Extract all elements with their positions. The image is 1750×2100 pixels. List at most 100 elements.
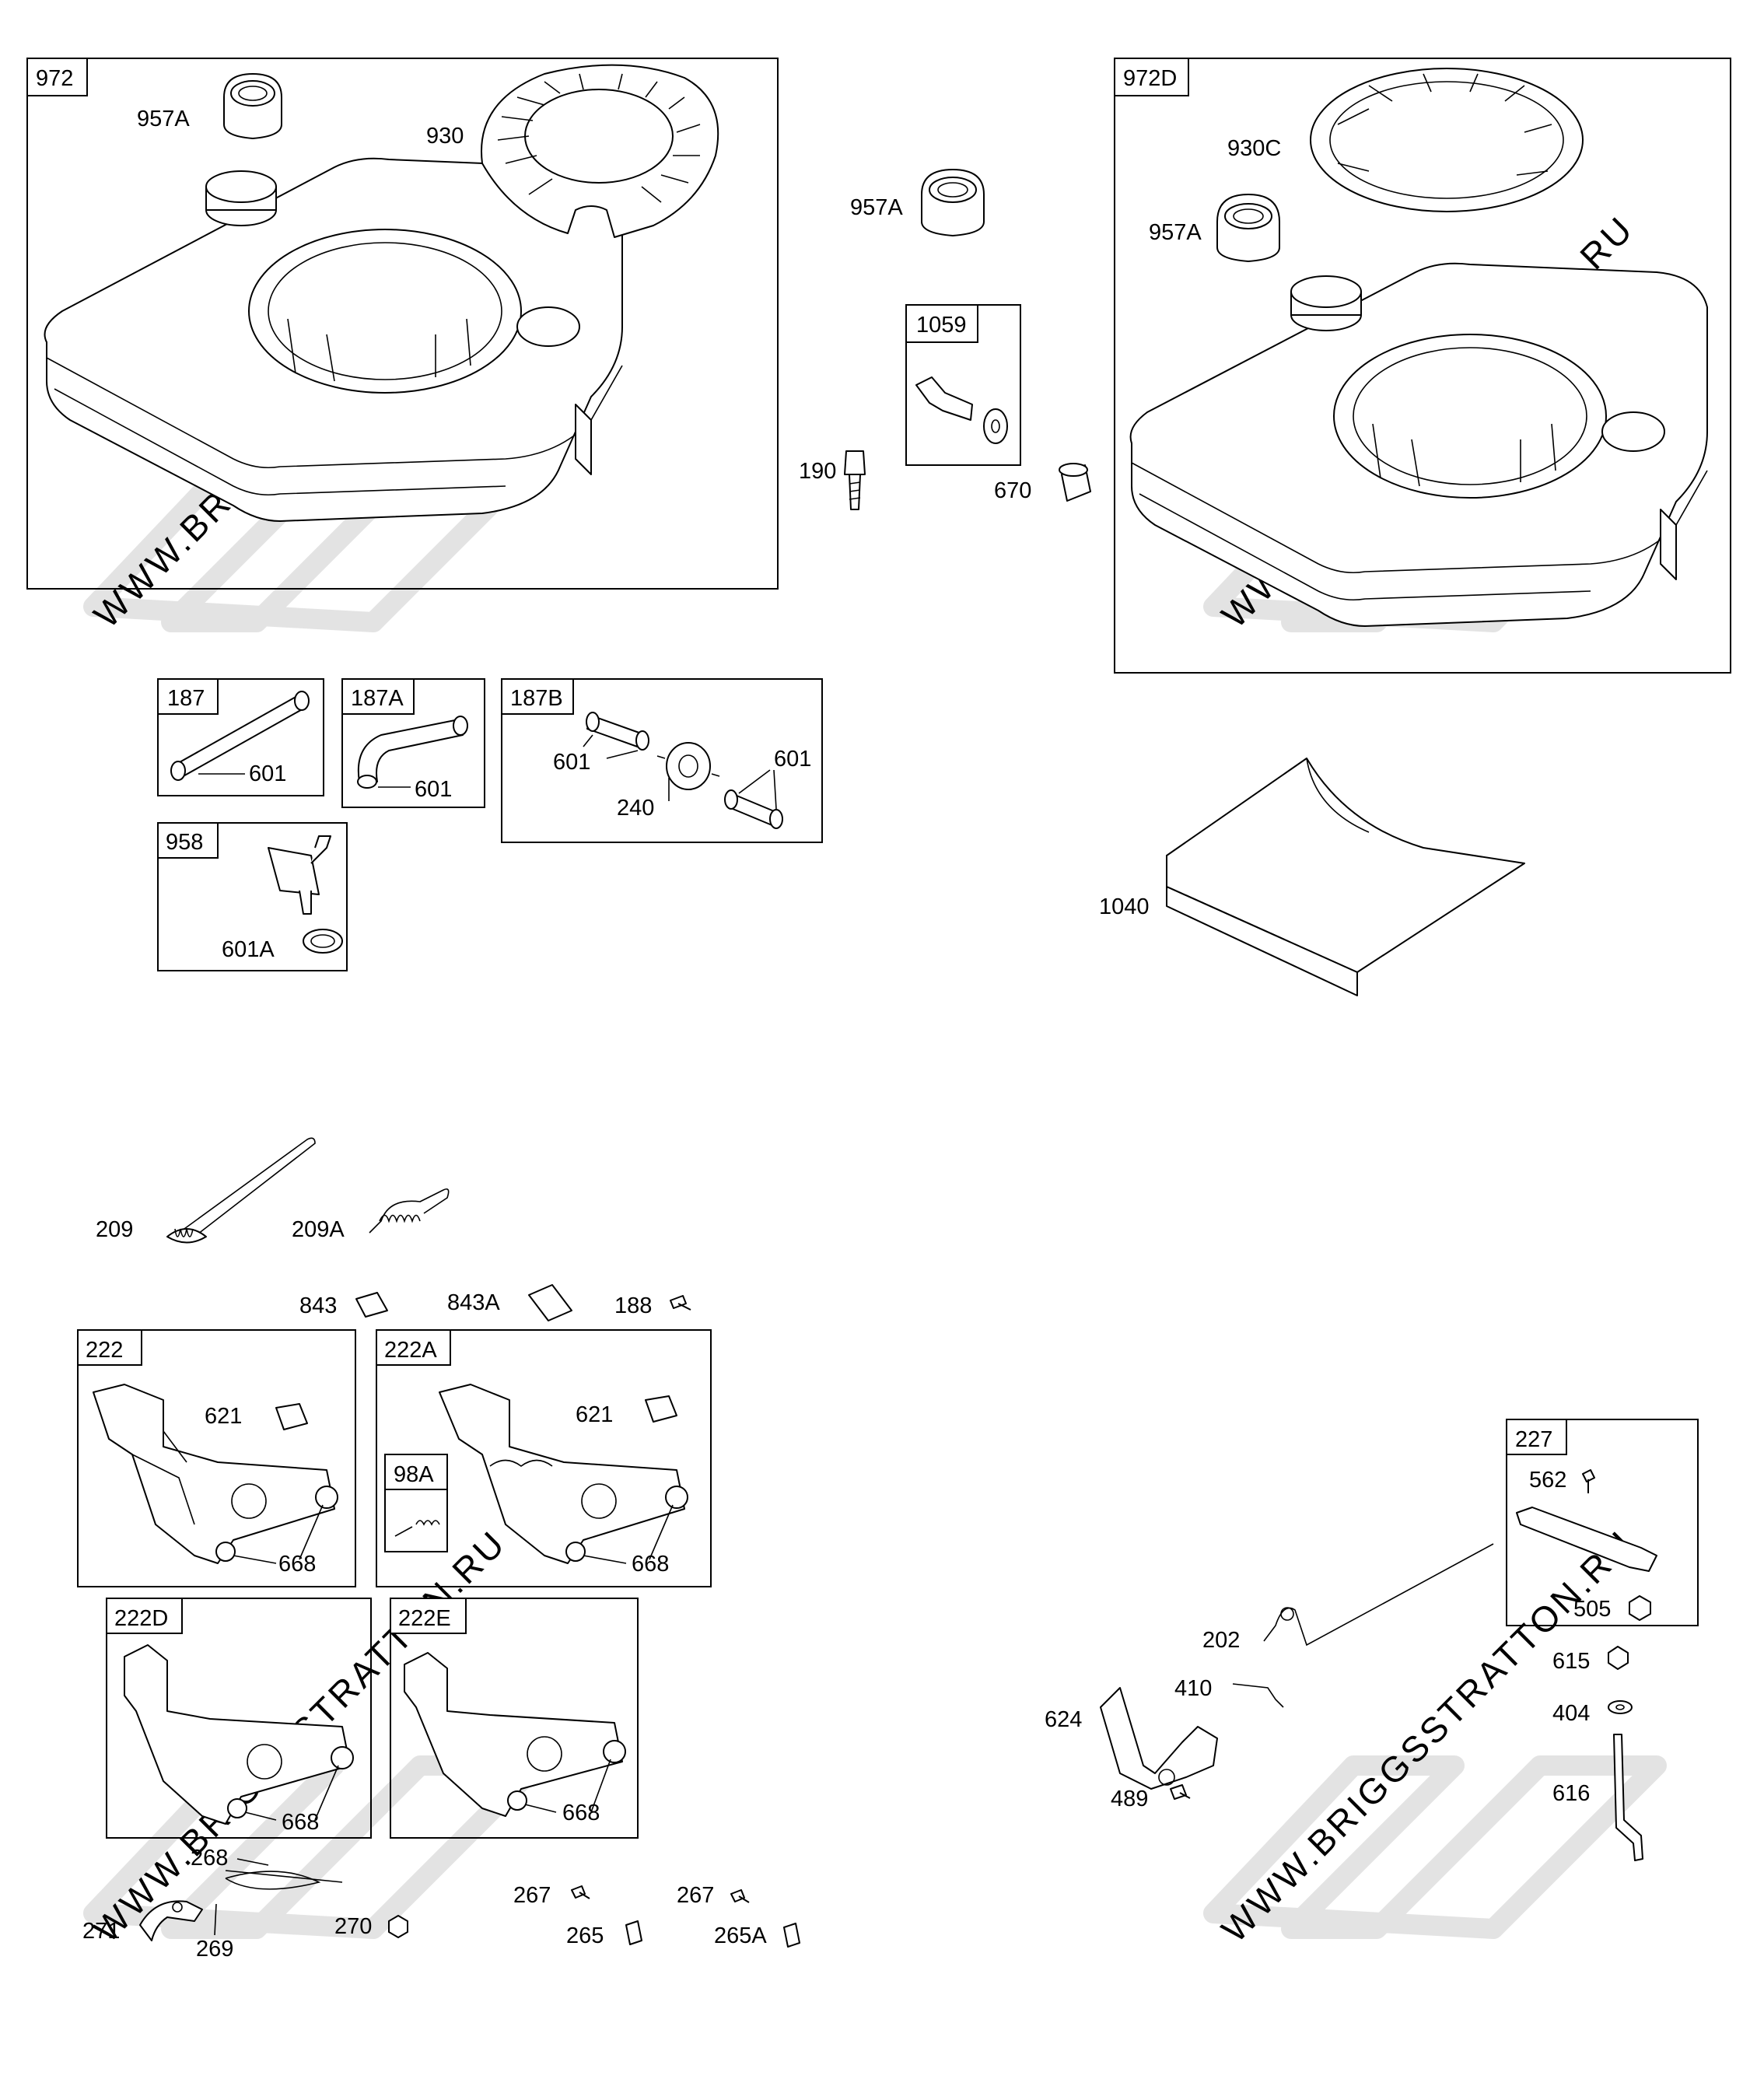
label-670: 670 [994, 478, 1031, 503]
bracket-222D [124, 1644, 354, 1825]
part-843[interactable] [355, 1292, 388, 1318]
label-601A: 601A [222, 937, 275, 962]
fuel-cap-957A [223, 73, 282, 139]
screw-267-b[interactable] [730, 1889, 750, 1903]
shaft-616[interactable] [1613, 1734, 1643, 1861]
link-202[interactable] [1263, 1543, 1494, 1647]
label-616: 616 [1552, 1781, 1590, 1806]
fuel-line-187 [170, 691, 310, 781]
group-187[interactable]: 187 601 [157, 678, 324, 796]
label-489: 489 [1111, 1787, 1148, 1811]
screw-267-a[interactable] [571, 1885, 590, 1899]
leader-668-d [524, 1759, 611, 1813]
label-601-187A: 601 [415, 777, 452, 802]
label-601-187B-b: 601 [774, 747, 811, 772]
cable-268[interactable] [225, 1870, 343, 1890]
group-222D[interactable]: 222D 668 [106, 1598, 372, 1839]
label-202: 202 [1202, 1628, 1240, 1653]
group-972[interactable]: 972 957A 930 [26, 58, 779, 590]
fuel-cap-957A-2[interactable] [921, 169, 985, 236]
label-624: 624 [1045, 1707, 1082, 1732]
box-label-187B: 187B [510, 686, 563, 711]
shroud-930 [481, 64, 719, 238]
group-222E[interactable]: 222E 668 [390, 1598, 639, 1839]
label-190: 190 [799, 459, 836, 484]
label-621-b: 621 [576, 1402, 613, 1427]
cover-1040[interactable] [1166, 758, 1525, 996]
label-668-b: 668 [632, 1552, 669, 1577]
clip-621-a [275, 1403, 308, 1430]
label-188: 188 [614, 1293, 652, 1318]
screw-562 [1582, 1469, 1595, 1493]
label-271: 271 [82, 1919, 120, 1944]
fuel-tank-972D [1129, 262, 1708, 627]
label-601-187: 601 [249, 761, 286, 786]
leader-269 [214, 1903, 217, 1936]
shutoff-valve-958 [268, 835, 331, 915]
group-1059[interactable]: 1059 [905, 304, 1021, 466]
bracket-222 [93, 1384, 338, 1564]
lever-227 [1516, 1507, 1657, 1572]
spring-209A[interactable] [369, 1188, 450, 1234]
clip-265[interactable] [625, 1920, 642, 1945]
label-209: 209 [96, 1217, 133, 1242]
ring-930C [1310, 68, 1584, 212]
group-187A[interactable]: 187A 601 [341, 678, 485, 808]
screw-1059 [915, 376, 1008, 444]
label-957A-2: 957A [850, 195, 903, 220]
box-label-227: 227 [1515, 1427, 1552, 1452]
label-505: 505 [1573, 1597, 1611, 1622]
screw-489[interactable] [1170, 1784, 1191, 1800]
fuel-filter-240 [656, 742, 720, 790]
label-957A-1: 957A [137, 107, 190, 131]
bracket-222E [404, 1652, 626, 1817]
leader-668-a [299, 1504, 324, 1560]
part-843A[interactable] [528, 1284, 572, 1321]
nut-270[interactable] [388, 1915, 408, 1938]
box-label-222A: 222A [384, 1338, 437, 1363]
label-668-a: 668 [278, 1552, 316, 1577]
label-265A: 265A [714, 1923, 767, 1948]
label-410: 410 [1174, 1676, 1212, 1701]
group-958[interactable]: 958 601A [157, 822, 348, 971]
leader-668-b [583, 1504, 674, 1564]
label-265: 265 [566, 1923, 604, 1948]
leader-601-187B-a [583, 734, 639, 759]
label-601-187B-a: 601 [553, 750, 590, 775]
label-209A: 209A [292, 1217, 345, 1242]
nut-615[interactable] [1608, 1646, 1629, 1670]
screw-188[interactable] [670, 1295, 691, 1311]
label-621-a: 621 [205, 1404, 242, 1429]
group-227[interactable]: 227 562 505 [1506, 1419, 1699, 1626]
label-240: 240 [617, 796, 654, 821]
governor-lever-624[interactable] [1100, 1687, 1218, 1790]
box-label-98A: 98A [394, 1462, 434, 1487]
fuel-line-187B-lower [724, 789, 783, 829]
box-label-187: 187 [167, 686, 205, 711]
lever-271[interactable] [139, 1900, 203, 1941]
label-668-c: 668 [282, 1810, 319, 1835]
bolt-190[interactable] [844, 450, 866, 510]
group-187B[interactable]: 187B 601 601 240 [501, 678, 823, 843]
label-270: 270 [334, 1914, 372, 1939]
clip-621-b [645, 1395, 677, 1423]
label-269: 269 [196, 1937, 233, 1962]
fuel-line-187A [357, 716, 468, 789]
clip-265A[interactable] [783, 1923, 800, 1948]
clamp-601A [303, 929, 343, 954]
spring-98A [394, 1520, 440, 1537]
spacer-670[interactable] [1059, 463, 1091, 502]
group-972D[interactable]: 972D 930C 957A [1114, 58, 1731, 674]
group-98A[interactable]: 98A [384, 1454, 448, 1552]
leader-668-c [244, 1765, 339, 1821]
label-404: 404 [1552, 1701, 1590, 1726]
label-615: 615 [1552, 1649, 1590, 1674]
spring-410[interactable] [1232, 1683, 1284, 1708]
group-222A[interactable]: 222A 621 668 98A [376, 1329, 712, 1587]
label-843: 843 [299, 1293, 337, 1318]
group-222[interactable]: 222 621 668 [77, 1329, 356, 1587]
label-668-d: 668 [562, 1801, 600, 1825]
label-1040: 1040 [1099, 894, 1150, 919]
spring-209[interactable] [166, 1137, 316, 1244]
washer-404[interactable] [1608, 1700, 1633, 1714]
